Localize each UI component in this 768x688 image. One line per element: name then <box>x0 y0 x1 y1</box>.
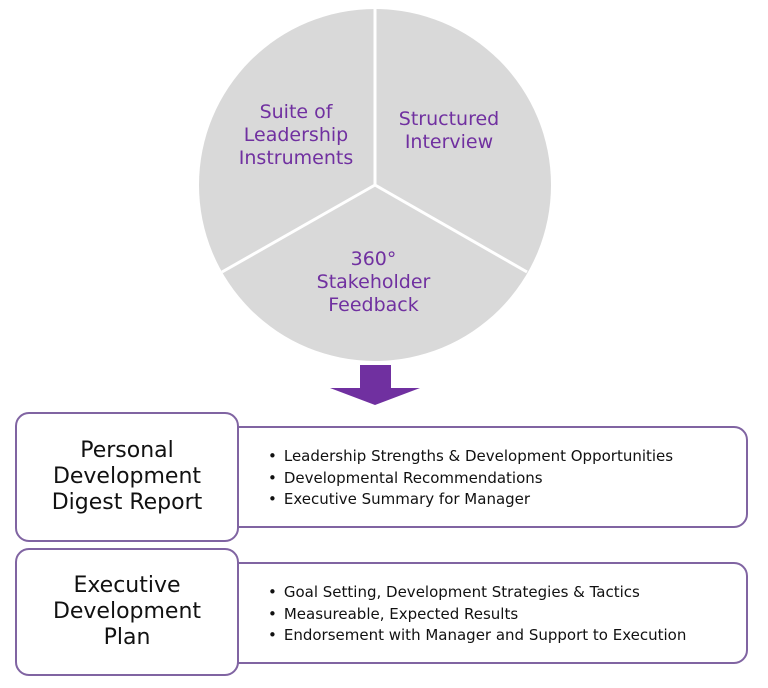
digest-report-title: Personal Development Digest Report <box>51 438 203 515</box>
list-item: Leadership Strengths & Development Oppor… <box>268 446 673 468</box>
digest-report-title-box: Personal Development Digest Report <box>15 412 239 542</box>
list-item: Developmental Recommendations <box>268 468 673 490</box>
pie-divider-left <box>221 183 376 274</box>
segment-label-360-feedback: 360° Stakeholder Feedback <box>316 248 431 316</box>
list-item: Goal Setting, Development Strategies & T… <box>268 582 686 604</box>
development-plan-bullets: Goal Setting, Development Strategies & T… <box>268 582 687 647</box>
development-plan-title: Executive Development Plan <box>52 573 202 650</box>
list-item: Endorsement with Manager and Support to … <box>268 625 687 647</box>
development-plan-title-box: Executive Development Plan <box>15 548 239 676</box>
pie-divider-right <box>374 183 528 274</box>
digest-report-bullets: Leadership Strengths & Development Oppor… <box>268 446 673 511</box>
list-item: Executive Summary for Manager <box>268 489 673 511</box>
segment-label-instruments: Suite of Leadership Instruments <box>238 101 354 169</box>
segment-label-interview: Structured Interview <box>398 108 500 153</box>
list-item: Measureable, Expected Results <box>268 604 686 626</box>
